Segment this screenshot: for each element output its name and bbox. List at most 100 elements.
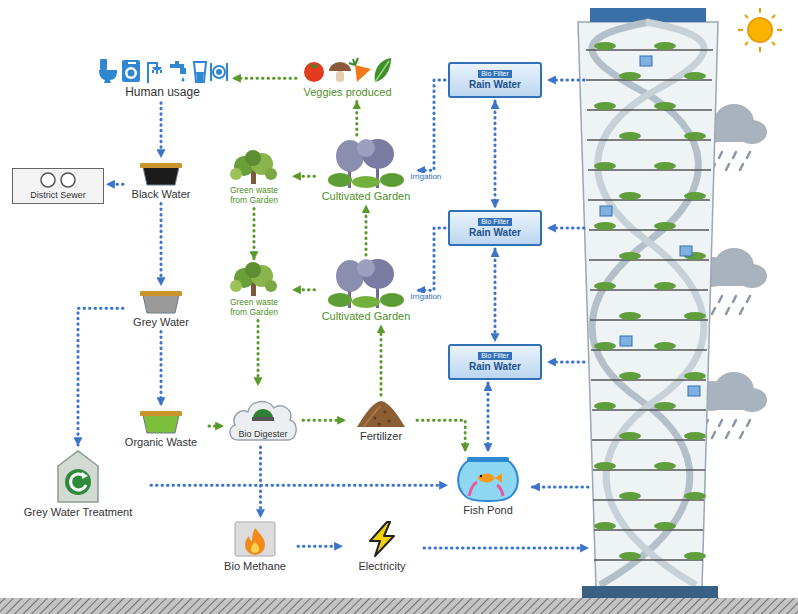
tower-outflow-lines-part [548,361,584,364]
garden-node-icon-part-part [380,293,404,307]
rain-cloud-part-part [719,296,722,302]
waste-container-icon-part [138,408,184,434]
tower-floors-part [591,379,706,381]
treatment-node: Grey Water Treatment [8,448,148,519]
water-container: Grey Water [126,288,196,329]
usage-node-icon-part-part [99,59,140,83]
tower-greenery-part [654,342,676,350]
garden-node-icon-part-part [380,173,404,187]
water-container: Black Water [126,160,196,201]
sun-symbol-part [745,15,748,18]
tower-greenery-part [654,162,676,170]
usage-node-icon-part-part-part [100,59,107,70]
sun-symbol [738,8,782,52]
tower-greenery-part [654,222,676,230]
tower-greenery-part [654,402,676,410]
rain-cloud-part-part [740,308,743,314]
flow-connector [365,206,368,255]
tower-greenery-part [684,552,706,560]
tower-floors-part [594,559,703,561]
flow-connector [417,420,465,451]
usage-node-icon-part-part-part [180,68,186,74]
fertilizer-node-icon-part-part-part [388,420,391,423]
waste-container-icon-part-part [140,411,182,416]
rain-cloud-part-part [712,432,715,438]
rain-cloud-part-part [726,308,729,314]
produce-node: Veggies produced [299,56,396,99]
node-label: Rain Water [469,361,521,373]
sun-symbol-part [738,29,743,31]
methane-node-icon-part [232,520,278,558]
flow-connector [233,77,296,80]
tower-outflow-lines [424,80,588,548]
water-container-icon-part-part [140,291,182,296]
digester-cloud-part-part [253,409,273,418]
usage-node-icon-part-part-part [125,67,137,79]
tower-greenery-part [594,342,616,350]
tower-greenery-part [654,462,676,470]
rain-tank: Bio FilterRain Water [448,210,542,246]
sun-symbol-part [759,8,761,13]
tower-greenery-part [684,72,706,80]
tower-tanks-part [640,56,652,66]
flow-connector [257,321,260,386]
sun-symbol-part [748,18,772,42]
usage-node-icon-part-part-part [170,64,184,68]
produce-node-icon-part-part [355,65,371,82]
water-container-icon [138,288,184,314]
flow-connector [107,183,123,186]
rain-cloud-part-part [726,164,729,170]
tower-greenery [594,42,706,560]
treatment-node-icon-part-part [65,469,91,495]
node-label: Bio Methane [224,560,286,573]
tower-floors [586,50,713,560]
garden-node-icon-part-part [328,293,352,307]
waste-container-icon [138,408,184,434]
tower-greenery-part [594,522,616,530]
sun-symbol-part [777,29,782,31]
usage-node-icon-part-part-part [196,72,204,81]
sun-symbol-part [745,42,748,45]
fish-pond-node-icon [455,454,521,502]
produce-node-icon-part-part [375,61,389,82]
flow-connector [259,447,262,517]
tower-outflow-lines-part [532,486,588,489]
usage-node-icon-part-part-part [99,70,117,83]
fish-pond-node-icon-part-part [477,473,502,483]
green-waste-node-icon-part-part [265,168,277,180]
sewer-box-icon-part-part [41,173,55,187]
tower-greenery-part [594,222,616,230]
produce-node-icon [303,56,393,84]
rain-cloud-part-part [733,152,736,158]
tower-floors-part [593,499,704,501]
rain-cloud-part-part [733,296,736,302]
tower-greenery-part [594,402,616,410]
flow-connector [209,425,223,428]
produce-node-icon-part-part [336,71,344,82]
tower-greenery-part [654,102,676,110]
tower-greenery-part [684,492,706,500]
node-label: Cultivated Garden [322,190,411,203]
rain-cloud-part-part [712,308,715,314]
tower-tanks-part [680,246,692,256]
flow-connector [160,204,163,285]
tower-greenery-part [684,432,706,440]
node-label: Cultivated Garden [322,310,411,323]
node-label: Human usage [125,86,200,100]
node-label: Fish Pond [463,504,513,517]
tower-greenery-part [684,312,706,320]
rain-cloud-part-part [747,296,750,302]
garden-node-icon-part-part [352,296,380,308]
tower-greenery-part [619,432,641,440]
garden-node-icon-part [326,138,406,188]
produce-node-icon-part-part [304,62,324,82]
flow-connector [418,80,446,170]
usage-node-icon-part-part-part [211,63,227,81]
tower-outflow-lines-part [424,547,588,550]
rain-tank: Bio FilterRain Water [448,62,542,98]
sun-symbol-part [772,42,775,45]
tower-greenery-part [654,42,676,50]
tower-greenery-part [594,462,616,470]
flow-connector [487,383,490,451]
